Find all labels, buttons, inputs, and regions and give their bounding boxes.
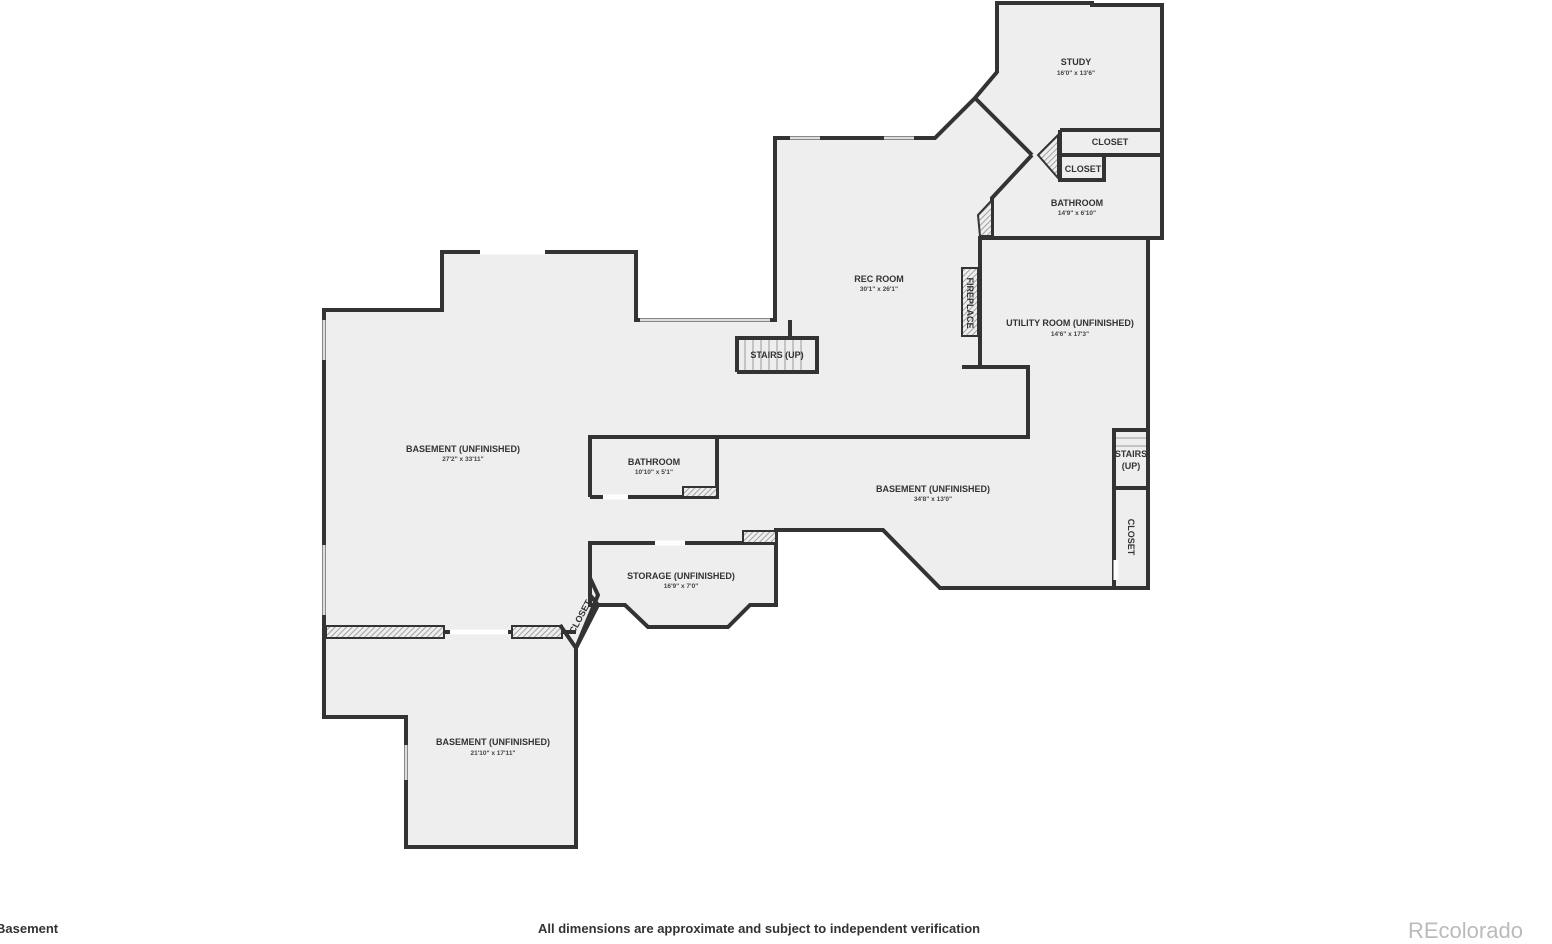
bathroom-label: BATHROOM <box>628 457 680 467</box>
stairs-label: STAIRS (UP) <box>750 350 803 360</box>
stairs-label: (UP) <box>1122 461 1141 471</box>
storage-label: STORAGE (UNFINISHED) <box>627 571 735 581</box>
closet-label: CLOSET <box>1092 137 1129 147</box>
bathroom-dim: 14'9" x 6'10" <box>1058 210 1096 217</box>
rec-room-dim: 30'1" x 26'1" <box>860 286 898 293</box>
study-label: STUDY <box>1061 57 1092 67</box>
bathroom-label: BATHROOM <box>1051 198 1103 208</box>
storage-dim: 16'9" x 7'0" <box>664 583 699 590</box>
basement-center-dim: 34'8" x 13'0" <box>914 496 952 503</box>
utility-dim: 14'6" x 17'3" <box>1051 331 1089 338</box>
basement-center-label: BASEMENT (UNFINISHED) <box>876 484 990 494</box>
disclaimer: All dimensions are approximate and subje… <box>538 921 981 936</box>
floor-outline <box>322 1 1164 849</box>
interior-walls <box>322 96 1162 780</box>
basement-left-dim: 27'2" x 33'11" <box>442 456 483 463</box>
watermark-logo: REcolorado <box>1408 918 1523 943</box>
rec-room-label: REC ROOM <box>854 274 904 284</box>
basement-left-label: BASEMENT (UNFINISHED) <box>406 444 520 454</box>
study-dim: 16'0" x 13'6" <box>1057 70 1095 77</box>
stairs-label: STAIRS <box>1115 449 1147 459</box>
basement-bottom-dim: 21'10" x 17'11" <box>470 750 515 757</box>
floor-label: Basement <box>0 921 59 936</box>
bathroom-dim: 10'10" x 5'1" <box>635 469 673 476</box>
closet-label: CLOSET <box>1065 164 1102 174</box>
room-labels: STUDY 16'0" x 13'6" CLOSET CLOSET BATHRO… <box>406 57 1147 757</box>
closet-label: CLOSET <box>1126 519 1136 556</box>
fireplace-label: FIREPLACE <box>965 277 975 328</box>
basement-bottom-label: BASEMENT (UNFINISHED) <box>436 737 550 747</box>
utility-label: UTILITY ROOM (UNFINISHED) <box>1006 318 1134 328</box>
